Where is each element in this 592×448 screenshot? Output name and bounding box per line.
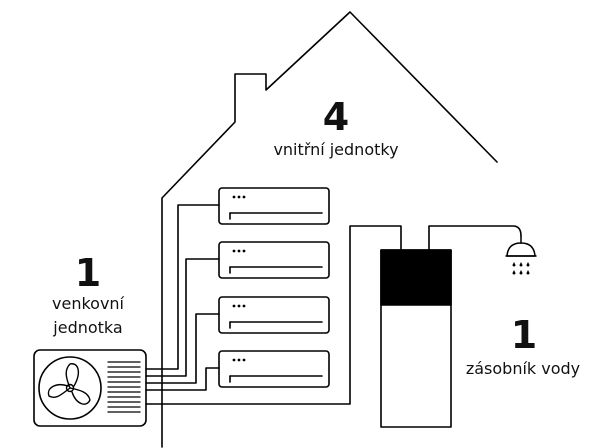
fan-icon	[47, 363, 91, 405]
indicator-dot	[242, 358, 246, 362]
indoor-count: 4	[322, 95, 350, 139]
indoor-unit	[218, 296, 330, 334]
pipe	[428, 225, 522, 251]
indicator-dot	[237, 195, 241, 199]
tank-label: zásobník vody	[465, 359, 581, 378]
pipe	[145, 258, 220, 377]
outdoor-label-line2: jednotka	[53, 318, 123, 337]
water-tank	[380, 249, 452, 428]
indicator-dot	[242, 249, 246, 253]
indicator-dot	[232, 358, 236, 362]
indicator-dot	[232, 195, 236, 199]
pipe	[145, 204, 220, 370]
indicator-dot	[242, 195, 246, 199]
indicator-dot	[237, 304, 241, 308]
indicator-dot	[237, 249, 241, 253]
outdoor-count: 1	[74, 251, 102, 295]
indoor-label: vnitřní jednotky	[273, 140, 399, 159]
indoor-unit	[218, 241, 330, 279]
indoor-unit	[218, 187, 330, 225]
pipe	[145, 367, 220, 391]
house-outline	[161, 11, 498, 448]
indicator-dot	[232, 249, 236, 253]
outdoor-unit	[33, 349, 147, 427]
indicator-dot	[237, 358, 241, 362]
tank-count: 1	[510, 313, 538, 357]
vent-grille	[107, 361, 141, 413]
shower-icon	[505, 235, 537, 275]
tank-body	[380, 249, 452, 428]
indicator-dot	[242, 304, 246, 308]
pipe	[145, 313, 220, 384]
outdoor-label-line1: venkovní	[52, 294, 124, 313]
pipe	[145, 225, 402, 405]
indicator-dot	[232, 304, 236, 308]
tank-top	[380, 249, 452, 306]
indoor-unit	[218, 350, 330, 388]
